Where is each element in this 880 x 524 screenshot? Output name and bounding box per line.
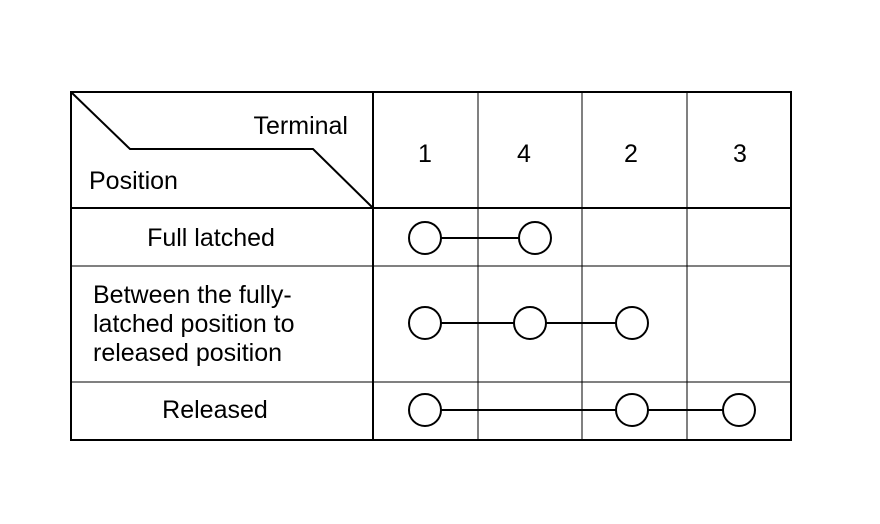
terminal-node xyxy=(722,393,756,427)
continuity-row-released xyxy=(408,393,756,427)
terminal-node xyxy=(408,221,442,255)
row-label-full-latched: Full latched xyxy=(147,224,275,252)
row-label-released: Released xyxy=(162,396,268,424)
terminal-node xyxy=(615,393,649,427)
terminal-node xyxy=(408,306,442,340)
position-header-label: Position xyxy=(89,167,178,195)
continuity-row-full-latched xyxy=(408,221,552,255)
terminal-node xyxy=(518,221,552,255)
terminal-node xyxy=(408,393,442,427)
terminal-number: 1 xyxy=(418,140,432,168)
continuity-row-between xyxy=(408,306,649,340)
table-grid-thin xyxy=(71,92,791,440)
row-label-between: Between the fully- xyxy=(93,281,292,309)
row-label-between: released position xyxy=(93,339,282,367)
terminal-number: 3 xyxy=(733,140,747,168)
terminal-number: 4 xyxy=(517,140,531,168)
terminal-header-label: Terminal xyxy=(254,112,348,140)
terminal-number: 2 xyxy=(624,140,638,168)
terminal-node xyxy=(615,306,649,340)
header-diagonal xyxy=(70,91,374,209)
terminal-node xyxy=(513,306,547,340)
row-label-between: latched position to xyxy=(93,310,295,338)
